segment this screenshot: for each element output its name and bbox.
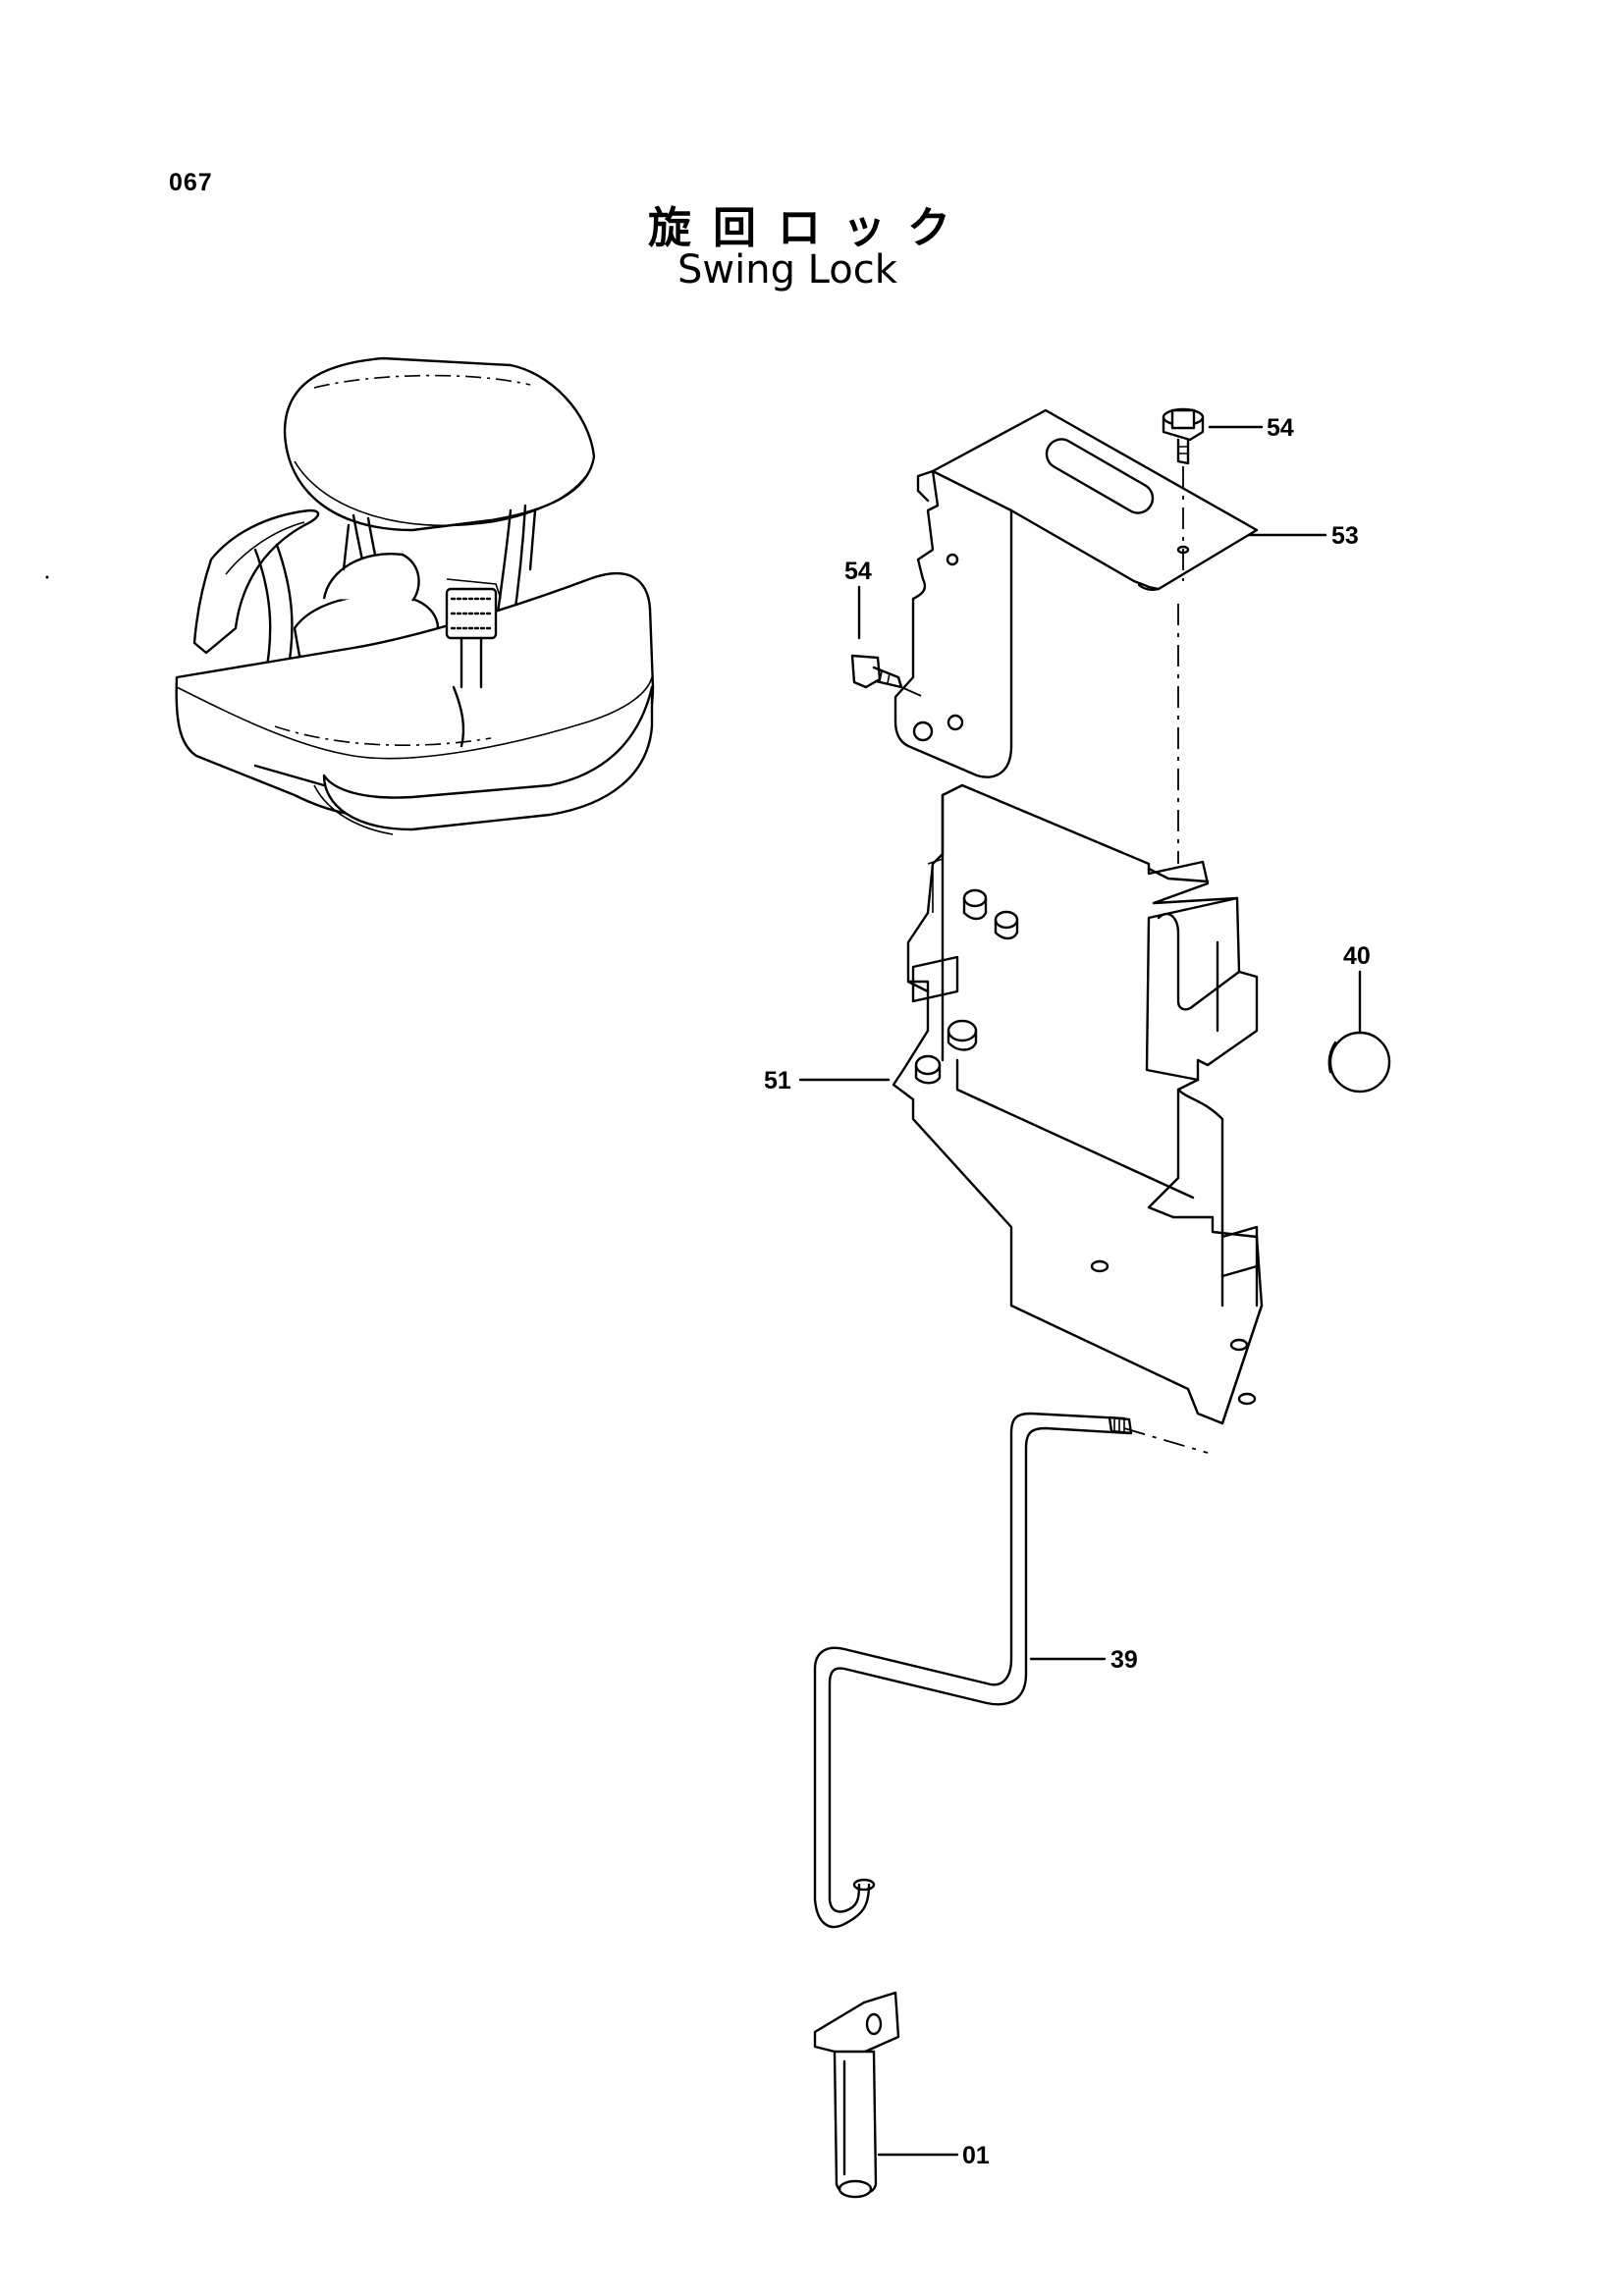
machine-overview-sketch xyxy=(45,356,655,835)
page-number: 067 xyxy=(169,169,213,196)
bolt-54-top xyxy=(1162,407,1205,465)
knob xyxy=(1327,1031,1391,1094)
upper-bracket xyxy=(893,408,1259,778)
callout-54-top: 54 xyxy=(1267,414,1294,442)
callout-51: 51 xyxy=(764,1067,791,1095)
title-english: Swing Lock xyxy=(677,247,897,293)
callout-01: 01 xyxy=(962,2142,990,2169)
callout-40: 40 xyxy=(1343,942,1371,970)
callout-54-left: 54 xyxy=(844,558,872,585)
callout-39: 39 xyxy=(1110,1646,1138,1674)
callout-53: 53 xyxy=(1331,522,1359,550)
lever-rod xyxy=(813,1412,1133,1929)
main-plate xyxy=(892,783,1264,1425)
bolt-54-left xyxy=(850,654,929,700)
pin xyxy=(813,1991,900,2199)
title-japanese: 旋回ロック xyxy=(648,203,972,253)
